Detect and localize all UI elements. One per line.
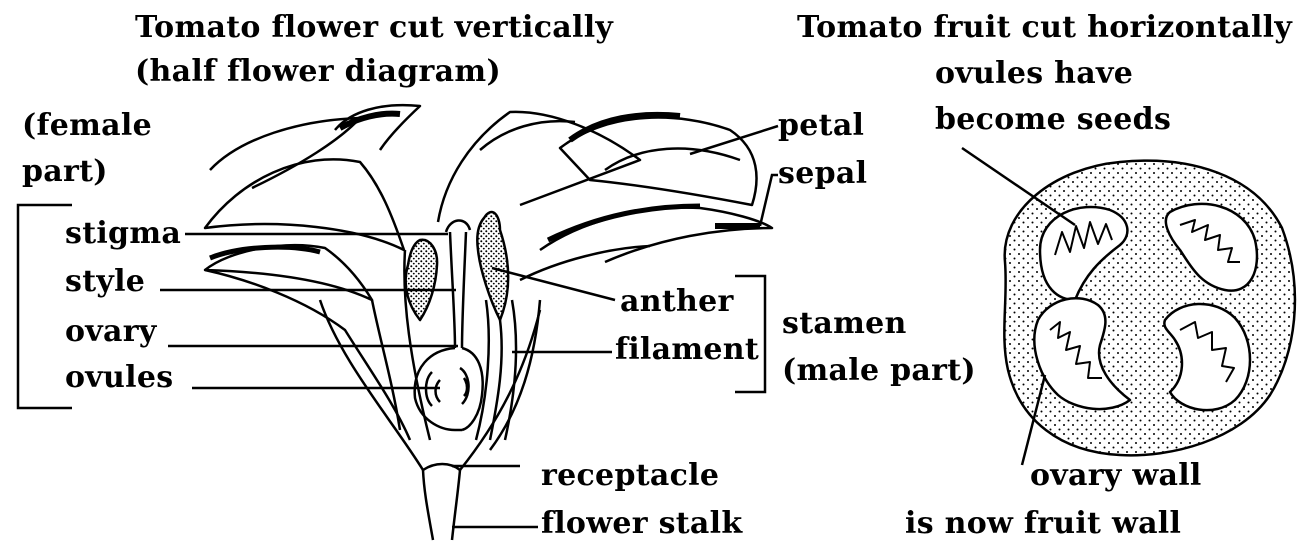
label-ovary: ovary (65, 314, 157, 350)
flower-title: Tomato flower cut vertically (135, 10, 613, 46)
stamen-shape (406, 212, 540, 450)
label-stigma: stigma (65, 216, 181, 252)
label-sepal: sepal (778, 156, 867, 192)
label-anther: anther (620, 284, 734, 320)
fruit-drawing (1004, 161, 1295, 456)
label-ovules-have: ovules have (935, 56, 1133, 92)
receptacle-shape (320, 300, 540, 470)
label-male-part: (male part) (782, 353, 976, 389)
label-petal: petal (778, 108, 864, 144)
label-filament: filament (615, 332, 759, 368)
flower-stalk-shape (423, 470, 460, 540)
flower-subtitle: (half flower diagram) (135, 54, 501, 90)
label-female-part-line2: part) (22, 154, 108, 190)
label-style: style (65, 264, 145, 300)
label-fruit-wall: is now fruit wall (905, 506, 1181, 542)
fruit-title: Tomato fruit cut horizontally (797, 10, 1292, 46)
label-flower-stalk: flower stalk (541, 506, 742, 542)
label-ovules: ovules (65, 360, 173, 396)
label-ovary-wall: ovary wall (1030, 458, 1202, 494)
label-receptacle: receptacle (541, 458, 719, 494)
label-become-seeds: become seeds (935, 102, 1171, 138)
label-female-part-line1: (female (22, 108, 152, 144)
label-stamen: stamen (782, 306, 907, 342)
